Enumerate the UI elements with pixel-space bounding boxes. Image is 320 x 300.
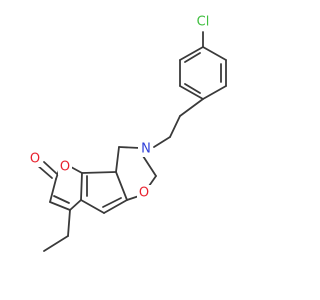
oxazine-ring — [115, 146, 157, 201]
n-label-bg — [138, 141, 152, 157]
lactone-oxygen-label: O — [60, 160, 70, 175]
pyranone-ring — [36, 161, 83, 211]
lactone-o-label-bg — [58, 159, 72, 175]
carbonyl-oxygen-label: O — [30, 152, 40, 167]
molecule-diagram: Cl N O O O — [28, 13, 227, 252]
ethyl-substituent — [43, 209, 71, 252]
chlorophenyl-ring — [179, 46, 227, 100]
cl-label-bg — [190, 13, 216, 31]
nitrogen-label: N — [141, 142, 151, 157]
benzene-ring — [80, 171, 128, 214]
ring-oxygen-label: O — [139, 186, 149, 201]
structure-drawing: Cl N O O O — [28, 13, 227, 252]
ring-o-label-bg — [137, 185, 151, 201]
chlorine-label: Cl — [197, 15, 210, 30]
ethyl-linker — [153, 98, 204, 148]
carbonyl-o-label-bg — [28, 151, 42, 167]
